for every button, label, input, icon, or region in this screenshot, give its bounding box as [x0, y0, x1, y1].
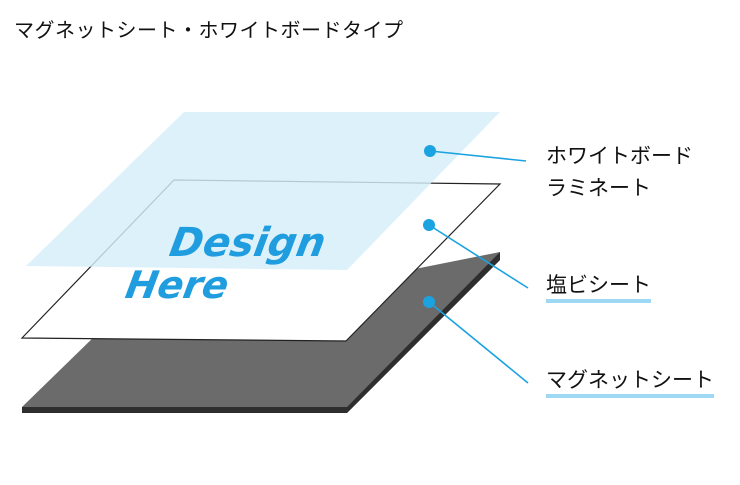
label-magnet-sheet: マグネットシート	[546, 366, 714, 398]
leader-line-pvc	[428, 224, 529, 289]
label-whiteboard-line1: ホワイトボード	[546, 144, 693, 168]
label-pvc-sheet: 塩ビシート	[546, 271, 651, 303]
label-whiteboard-line2: ラミネート	[546, 176, 651, 200]
leader-dot-whiteboard	[424, 145, 436, 157]
leader-dot-magnet	[423, 296, 435, 308]
here-text: Here	[122, 263, 232, 308]
leader-line-magnet	[428, 301, 529, 384]
whiteboard-laminate-layer	[26, 112, 500, 270]
leader-line-whiteboard	[429, 150, 527, 162]
design-here-artwork: Design Here	[122, 219, 329, 308]
leader-dot-pvc	[423, 219, 435, 231]
diagram-title: マグネットシート・ホワイトボードタイプ	[14, 18, 404, 42]
design-text: Design	[166, 219, 329, 266]
